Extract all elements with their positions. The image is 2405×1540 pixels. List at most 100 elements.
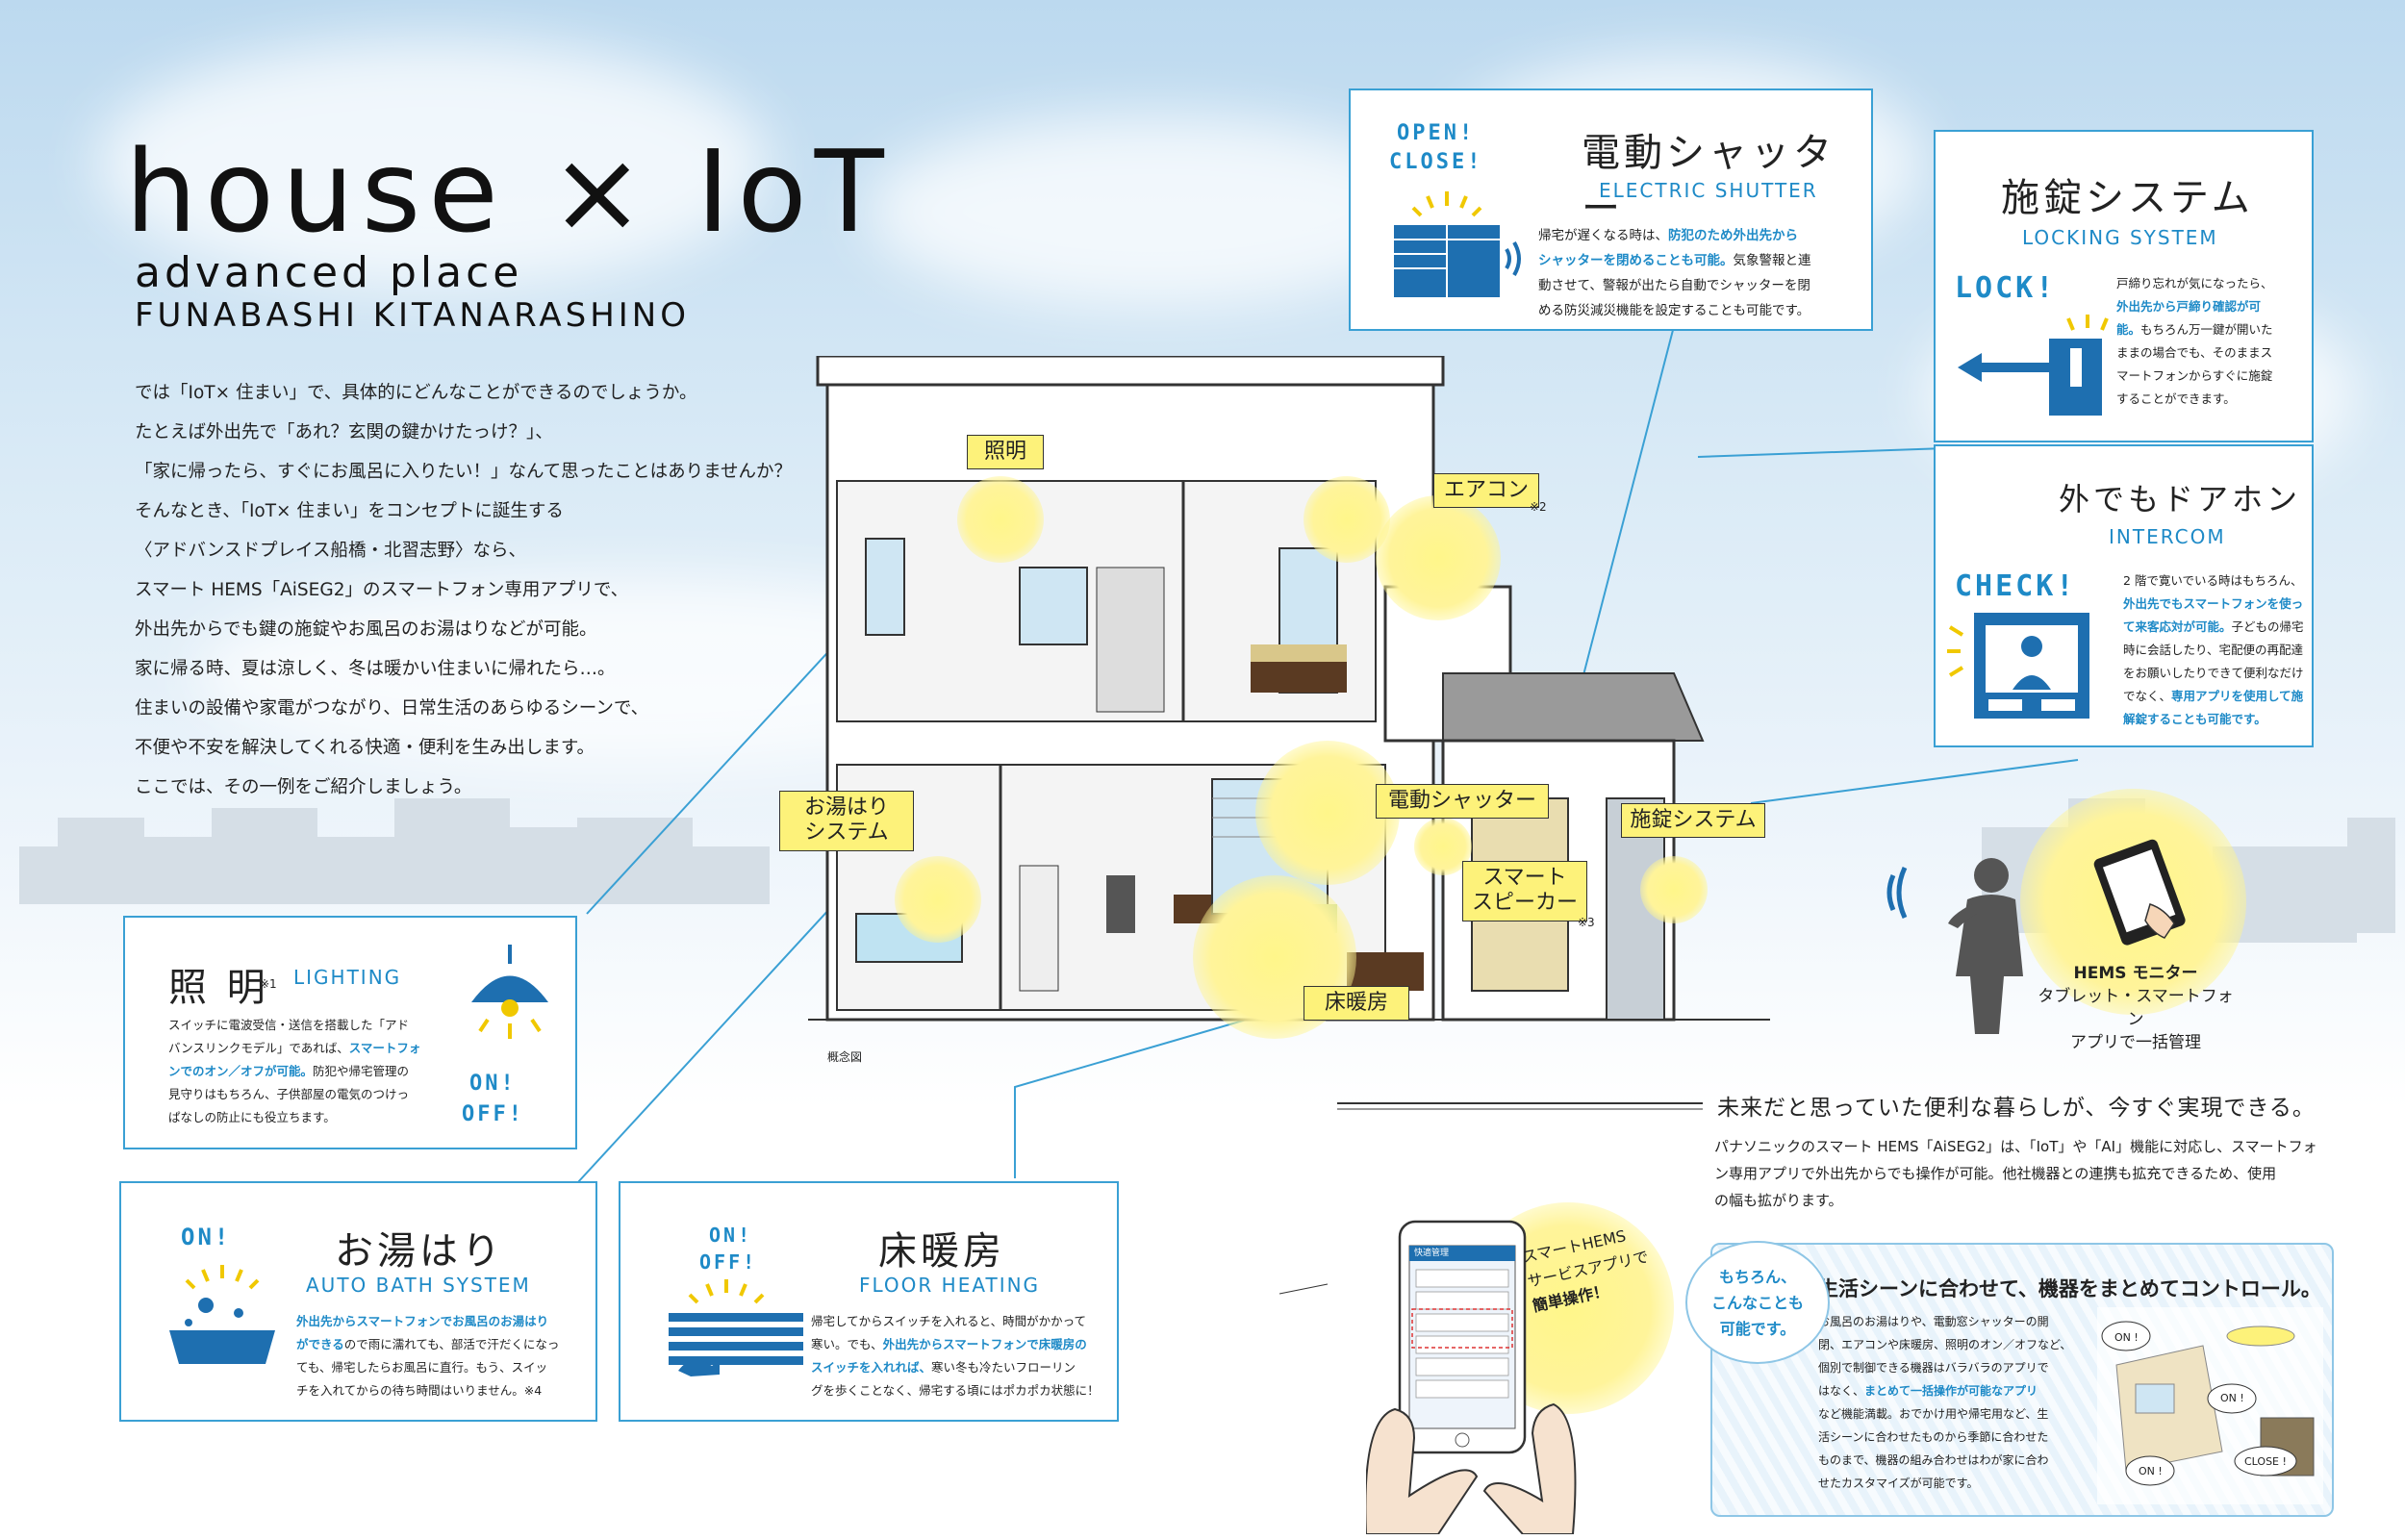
lighting-description: スイッチに電波受信・送信を搭載した「アドバンスリンクモデル」であれば、スマートフ… <box>168 1014 457 1129</box>
close-badge: CLOSE! <box>1389 150 1483 174</box>
bath-title: お湯はり <box>335 1229 504 1274</box>
lighting-glow <box>957 476 1044 563</box>
description-line: 能。もちろん万一鍵が開いた <box>2116 322 2273 337</box>
description-line: 見守りはもちろん、子供部屋の電気のつけっ <box>168 1087 410 1101</box>
description-line: ものまで、機器の組み合わせはわが家に合わ <box>1818 1453 2049 1467</box>
tag-speaker: スマート スピーカー <box>1462 861 1587 921</box>
description-line: シャッターを閉めることも可能。気象警報と連 <box>1538 253 1811 268</box>
smartphone-illustration <box>1366 1220 1577 1534</box>
location-label: FUNABASHI KITANARASHINO <box>135 296 690 335</box>
cloud <box>866 115 1443 308</box>
scene-close-label: CLOSE ! <box>2244 1455 2287 1468</box>
on-badge: ON! <box>469 1072 517 1096</box>
description-line: ままの場合でも、そのままス <box>2116 345 2273 360</box>
control-bubble: もちろん、 こんなことも 可能です。 <box>1685 1241 1830 1364</box>
bathtub-icon <box>169 1265 275 1364</box>
description-line: 個別で制御できる機器はバラバラのアプリで <box>1818 1361 2049 1375</box>
description-line: せたカスタマイズが可能です。 <box>1818 1477 1979 1490</box>
aircon-glow <box>1376 495 1501 620</box>
scene-on-label: ON ! <box>2114 1331 2139 1344</box>
description-line: て来客応対が可能。子どもの帰宅 <box>2123 619 2304 634</box>
intercom-description: 2 階で寛いでいる時はもちろん、外出先でもスマートフォンを使って来客応対が可能。… <box>2123 569 2311 731</box>
intro-line: そんなとき、「IoT× 住まい」をコンセプトに誕生する <box>135 501 564 521</box>
lighting-title: 照 明 <box>168 966 269 1010</box>
lock-badge: LOCK! <box>1955 271 2057 305</box>
description-line: など機能満載。おでかけ用や帰宅用など、生 <box>1818 1407 2049 1421</box>
speaker-note: ※3 <box>1578 916 1595 929</box>
description-line: 動させて、警報が出たら自動でシャッターを閉 <box>1538 278 1810 293</box>
description-line: 寒い。でも、外出先からスマートフォンで床暖房の <box>811 1337 1087 1351</box>
description-line: バンスリンクモデル」であれば、スマートフォ <box>168 1041 421 1055</box>
description-line: める防災減災機能を設定することも可能です。 <box>1538 303 1810 318</box>
bath-on-badge: ON! <box>181 1224 232 1250</box>
control-panel: 生活シーンに合わせて、機器をまとめてコントロール。 お風呂のお湯はりや、電動窓シ… <box>1710 1243 2334 1517</box>
description-line: することができます。 <box>2116 391 2236 406</box>
intro-line: 〈アドバンスドプレイス船橋・北習志野〉なら、 <box>135 541 527 561</box>
page-title: house × IoT <box>125 125 892 258</box>
lighting-subtitle: LIGHTING <box>293 966 402 989</box>
page-subtitle: advanced place <box>135 248 523 297</box>
lock-glow <box>1640 856 1708 923</box>
description-line: チを入れてからの待ち時間はいりません。※4 <box>296 1383 543 1398</box>
person-silhouette <box>1886 858 2023 1034</box>
intro-line: では「IoT× 住まい」で、具体的にどんなことができるのでしょうか。 <box>135 383 697 403</box>
intro-line: ここでは、その一例をご紹介しましょう。 <box>135 777 472 797</box>
intro-line: 住まいの設備や家電がつながり、日常生活のあらゆるシーンで、 <box>135 698 649 719</box>
shutter-description: 帰宅が遅くなる時は、防犯のため外出先からシャッターを閉めることも可能。気象警報と… <box>1538 223 1865 323</box>
tag-shutter: 電動シャッター <box>1376 784 1549 820</box>
floor-description: 帰宅してからスイッチを入れると、時間がかかって寒い。でも、外出先からスマートフォ… <box>811 1310 1114 1402</box>
tag-bath: お湯はり システム <box>779 791 914 851</box>
control-heading: 生活シーンに合わせて、機器をまとめてコントロール。 <box>1818 1277 2321 1300</box>
tablet-icon <box>2093 839 2186 946</box>
description-line: ができるので雨に濡れても、部活で汗だくになっ <box>296 1337 560 1351</box>
floor-title: 床暖房 <box>878 1229 1005 1274</box>
intro-line: たとえば外出先で「あれ？玄関の鍵かけたっけ？」、 <box>135 422 553 442</box>
intro-line: スマート HEMS「AiSEG2」のスマートフォン専用アプリで、 <box>135 580 629 600</box>
description-line: グを歩くことなく、帰宅する頃にはポカポカ状態に！ <box>811 1383 1100 1398</box>
description-line: 閉、エアコンや床暖房、照明のオン／オフなど、 <box>1818 1338 2072 1351</box>
control-description: お風呂のお湯はりや、電動窓シャッターの開閉、エアコンや床暖房、照明のオン／オフな… <box>1818 1310 2097 1495</box>
intro-text: では「IoT× 住まい」で、具体的にどんなことができるのでしょうか。たとえば外出… <box>135 373 808 807</box>
lock-panel: 施錠システム LOCKING SYSTEM LOCK! 戸締り忘れが気になったら… <box>1934 130 2314 442</box>
description-line: 外出先からスマートフォンでお風呂のお湯はり <box>296 1314 549 1328</box>
description-line: はなく、まとめて一括操作が可能なアプリ <box>1818 1384 2038 1398</box>
description-line: 活シーンに合わせたものから季節に合わせた <box>1818 1430 2049 1444</box>
bath-panel: ON! お湯はり AUTO BATH SYSTEM 外出先からスマートフォンでお… <box>119 1181 597 1422</box>
description-line: 外出先でもスマートフォンを使っ <box>2123 596 2304 611</box>
description-line: 時に会話したり、宅配便の再配達 <box>2123 643 2304 657</box>
scene-on-label: ON ! <box>2139 1465 2163 1477</box>
bath-description: 外出先からスマートフォンでお風呂のお湯はりができるので雨に濡れても、部活で汗だく… <box>296 1310 595 1402</box>
floor-panel: ON! OFF! 床暖房 FLOOR HEATING 帰宅してからスイッチを入れ… <box>619 1181 1119 1422</box>
tag-floor: 床暖房 <box>1304 986 1409 1022</box>
shutter-title: 電動シャッター <box>1582 131 1835 231</box>
shutter-icon <box>1394 191 1521 297</box>
intercom-title: 外でもドアホン <box>2059 481 2302 518</box>
intercom-icon <box>1947 613 2089 719</box>
description-line: 帰宅が遅くなる時は、防犯のため外出先から <box>1538 228 1798 243</box>
lighting-note: ※1 <box>260 977 277 991</box>
intercom-badge: CHECK! <box>1955 569 2077 603</box>
intercom-subtitle: INTERCOM <box>2109 525 2226 548</box>
description-line: スイッチを入れれば、寒い冬も冷たいフローリン <box>811 1360 1076 1375</box>
phone-screen-title: 快適管理 <box>1414 1249 1450 1258</box>
lighting-panel: 照 明 ※1 LIGHTING ON! OFF! スイッチに電波受信・送信を搭載… <box>123 916 577 1149</box>
lamp-icon <box>471 945 548 1039</box>
lock-title: 施錠システム <box>2001 176 2254 220</box>
intercom-panel: 外でもドアホン INTERCOM CHECK! 2 階で寛いでいる時はもちろん、… <box>1934 444 2314 747</box>
intro-line: 家に帰る時、夏は涼しく、冬は暖かい住まいに帰れたら…。 <box>135 659 616 679</box>
intro-line: 不便や不安を解決してくれる快適・便利を生み出します。 <box>135 738 595 758</box>
description-line: 外出先から戸締り確認が可 <box>2116 299 2262 314</box>
floor-off-badge: OFF! <box>699 1250 758 1274</box>
bath-glow <box>895 856 981 943</box>
future-body: パナソニックのスマート HEMS「AiSEG2」は、「IoT」や「AI」機能に対… <box>1714 1138 2317 1209</box>
floor-subtitle: FLOOR HEATING <box>859 1274 1041 1297</box>
tag-lock: 施錠システム <box>1621 803 1765 839</box>
intro-line: 外出先からでも鍵の施錠やお風呂のお湯はりなどが可能。 <box>135 619 597 640</box>
aircon-note: ※2 <box>1530 500 1547 514</box>
description-line: お風呂のお湯はりや、電動窓シャッターの開 <box>1818 1315 2049 1328</box>
description-line: 2 階で寛いでいる時はもちろん、 <box>2123 573 2303 588</box>
cloud <box>96 38 770 289</box>
shutter-panel: OPEN! CLOSE! 電動シャッター ELECTRIC SHUTTER 帰宅… <box>1349 88 1873 331</box>
diagram-caption: 概念図 <box>827 1050 863 1064</box>
